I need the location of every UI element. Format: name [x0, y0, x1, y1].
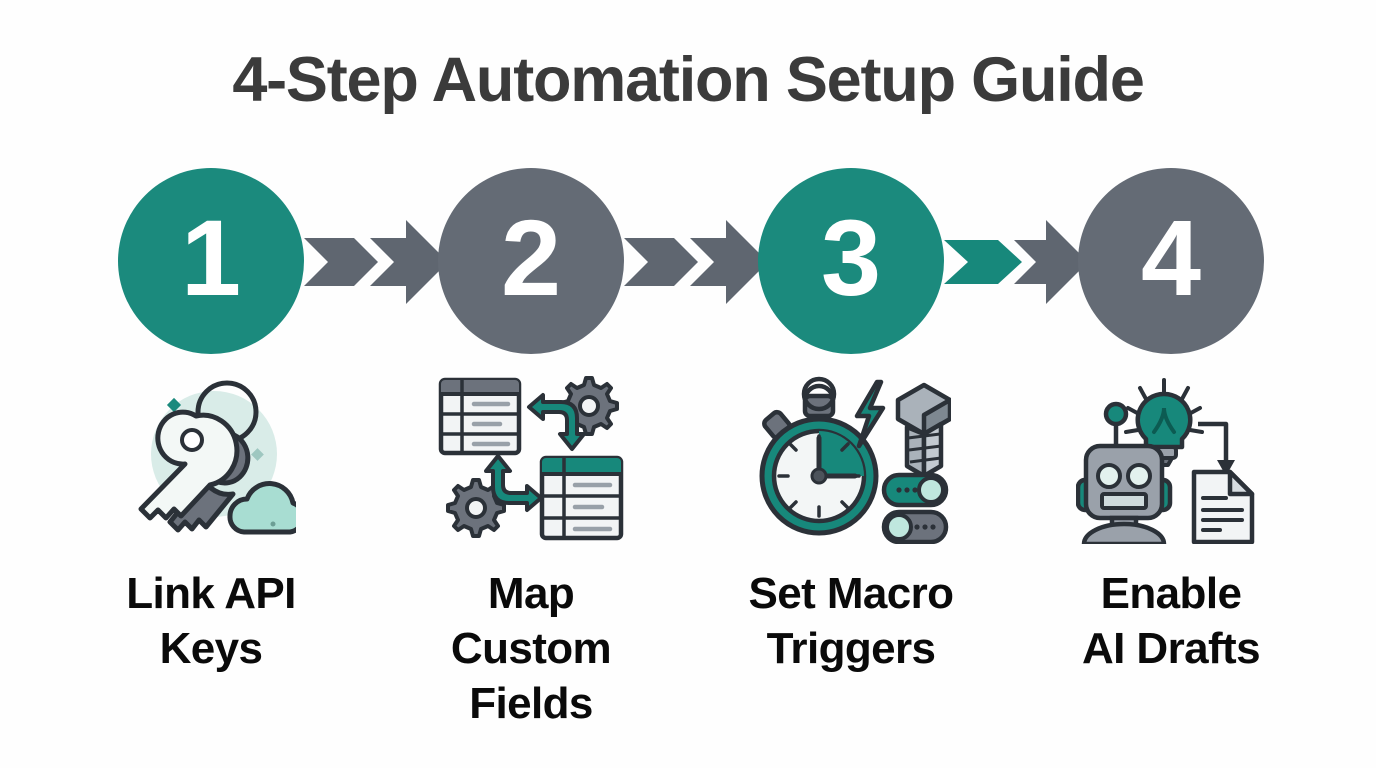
- arrow-step-3-to-4: [942, 216, 1092, 308]
- step-circle-4[interactable]: 4: [1078, 168, 1264, 354]
- step-number-4: 4: [1140, 197, 1202, 318]
- step-number-1: 1: [180, 197, 242, 318]
- step-label-4-line-2: AI Drafts: [1082, 624, 1261, 673]
- step-circle-3[interactable]: 3: [758, 168, 944, 354]
- stopwatch-trigger-icon: [691, 372, 1011, 544]
- step-circle-1[interactable]: 1: [118, 168, 304, 354]
- api-keys-icon: [51, 372, 371, 544]
- step-label-2: Map Custom Fields: [381, 566, 681, 731]
- step-label-1-line-1: Link API: [126, 569, 296, 618]
- step-label-4: Enable AI Drafts: [1021, 566, 1321, 676]
- step-label-1: Link API Keys: [61, 566, 361, 676]
- step-number-2: 2: [500, 197, 562, 318]
- step-label-4-line-1: Enable: [1100, 569, 1242, 618]
- step-label-3-line-2: Triggers: [766, 624, 936, 673]
- step-icons-row: [0, 372, 1376, 544]
- step-label-2-line-3: Fields: [469, 679, 593, 728]
- step-label-3-line-1: Set Macro: [748, 569, 954, 618]
- step-label-2-line-2: Custom: [450, 624, 612, 673]
- step-circle-2[interactable]: 2: [438, 168, 624, 354]
- arrow-step-1-to-2: [302, 216, 452, 308]
- step-labels-row: Link API Keys Map Custom Fields Set Macr…: [0, 566, 1376, 746]
- step-label-1-line-2: Keys: [159, 624, 263, 673]
- step-label-3: Set Macro Triggers: [701, 566, 1001, 676]
- field-mapping-tables-gears-icon: [371, 372, 691, 544]
- page-title: 4-Step Automation Setup Guide: [232, 45, 1145, 115]
- ai-robot-draft-icon: [1011, 372, 1331, 544]
- arrow-step-2-to-3: [622, 216, 772, 308]
- step-sequence-row: 1 2 3 4: [0, 168, 1376, 356]
- step-number-3: 3: [820, 197, 882, 318]
- step-label-2-line-1: Map: [487, 569, 575, 618]
